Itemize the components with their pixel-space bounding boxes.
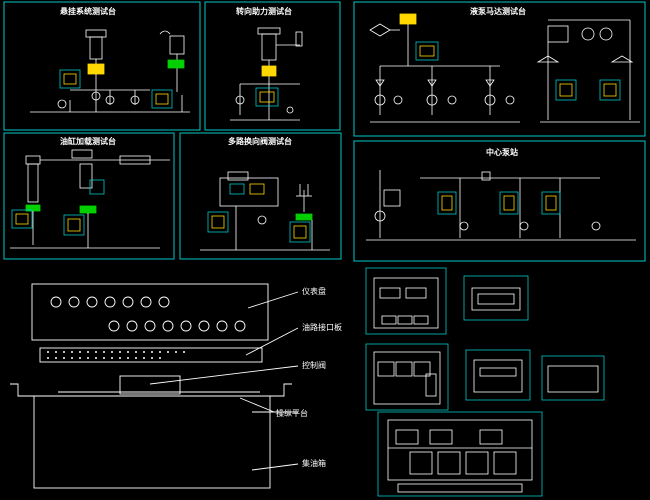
label-control-valve: 控制阀 [302,361,326,370]
panel-frame-cylinder [3,132,175,260]
panel-frame-suspension [3,1,201,131]
panel-title-multiway-valve: 多路换向阀测试台 [228,137,292,146]
port-plate-holes [47,351,185,359]
label-port-plate: 油路接口板 [302,323,342,332]
panel-frame-pump-station [353,140,646,262]
gauge-row-top [50,296,170,308]
pump-motor-circuit [369,13,640,123]
panel-title-cylinder: 油缸加载测试台 [60,137,116,146]
port-plate [39,347,263,363]
control-block-diagrams [365,267,605,497]
panel-title-pump-motor: 液泵马达测试台 [470,7,526,16]
panel-frame-multiway-valve [179,132,342,260]
cylinder-loading-circuit [10,149,170,249]
pump-station-circuit [366,170,636,241]
panel-title-pump-station: 中心泵站 [486,148,518,157]
panel-frame-steering [204,1,341,131]
steering-circuit [230,27,303,121]
panel-frames [3,1,646,262]
gauge-row-bottom [108,320,246,332]
label-oil-tank: 集油箱 [302,459,326,468]
oil-tank [33,395,271,489]
panel-title-steering: 转向助力测试台 [236,7,292,16]
multiway-valve-circuit [200,171,330,251]
panel-frame-pump-motor [353,1,646,137]
control-valve-block [119,375,181,395]
instrument-panel [31,283,269,341]
suspension-circuit [30,29,190,113]
label-instrument-panel: 仪表盘 [302,287,326,296]
label-operating-platform: 操纵平台 [276,409,308,418]
panel-title-suspension: 悬挂系统测试台 [60,7,116,16]
cabinet [10,283,299,489]
